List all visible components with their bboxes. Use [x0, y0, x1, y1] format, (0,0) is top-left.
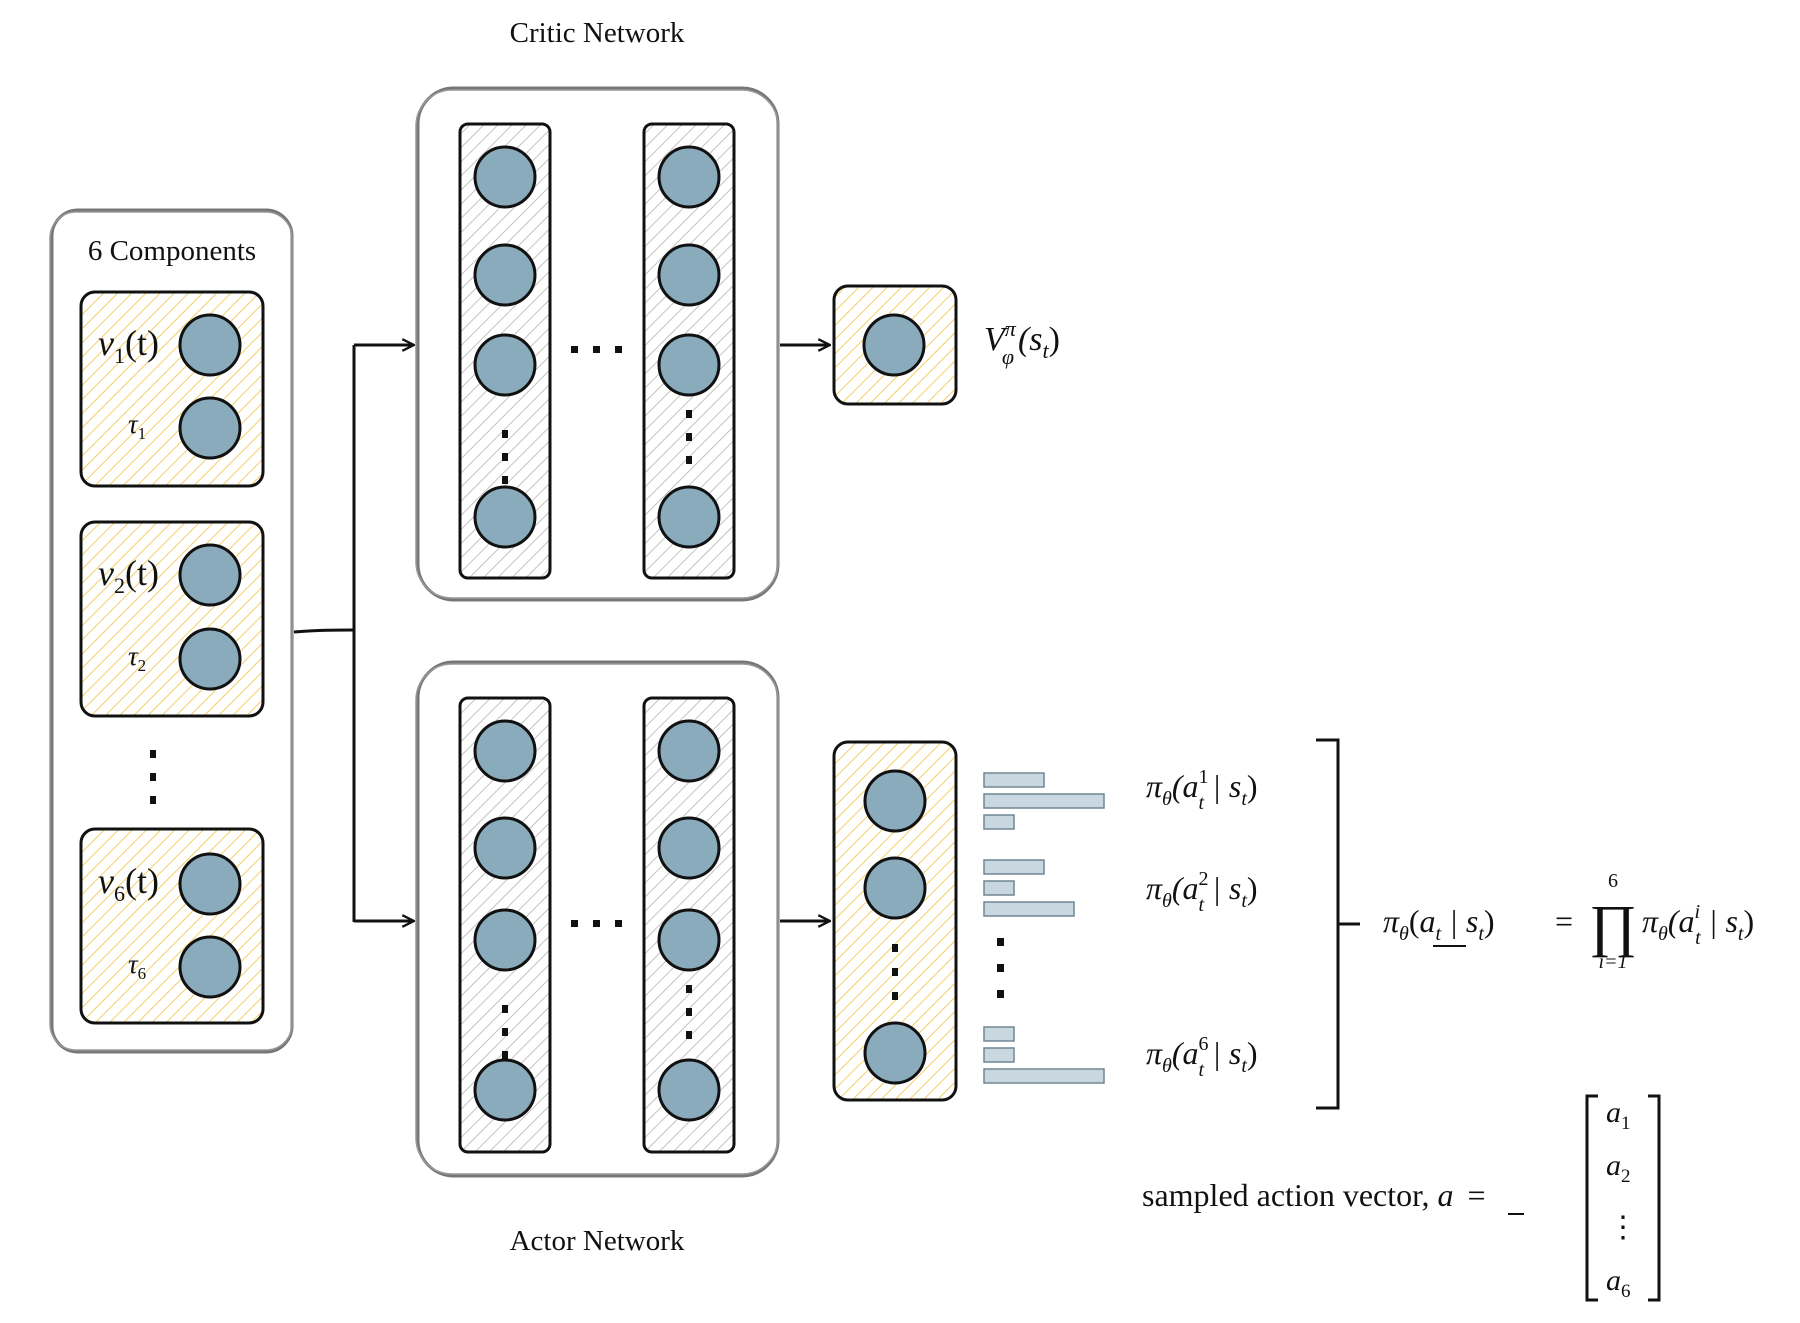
input-node [178, 543, 242, 607]
input-block-2: v2(t) τ2 [79, 520, 265, 718]
hidden-node [657, 243, 721, 307]
actor-network-title: Actor Network [510, 1225, 685, 1257]
hidden-node [657, 1058, 721, 1122]
input-panel-title: 6 Components [88, 235, 256, 267]
vector-entry-dots: ⋮ [1608, 1211, 1638, 1244]
vertical-dots-icon [997, 938, 1004, 998]
input-block-1: v1(t) τ1 [79, 290, 265, 488]
combine-bracket [1316, 738, 1360, 1110]
distribution-bar [983, 1026, 1015, 1042]
hidden-node [473, 485, 537, 549]
hidden-node [657, 908, 721, 972]
vector-entry-a6: a6 [1606, 1264, 1631, 1302]
tau1-label: τ1 [128, 409, 146, 443]
critic-layer-2 [642, 122, 736, 580]
hidden-node [473, 816, 537, 880]
input-node [178, 627, 242, 691]
product-operator: ∏ [1589, 893, 1637, 958]
actor-layer-1 [458, 696, 552, 1154]
hidden-node [473, 333, 537, 397]
vertical-dots-icon [686, 410, 692, 464]
hidden-node [657, 333, 721, 397]
vector-entry-a1: a1 [1606, 1096, 1631, 1134]
vector-entry-a2: a2 [1606, 1149, 1631, 1187]
vertical-dots-icon [686, 985, 692, 1039]
sampled-action-label: sampled action vector, a= [1142, 1177, 1486, 1213]
joint-policy-equals: = [1555, 903, 1573, 939]
hidden-node [657, 485, 721, 549]
hidden-node [657, 816, 721, 880]
critic-output-unit [832, 284, 958, 406]
critic-layer-1 [458, 122, 552, 580]
hidden-node [657, 145, 721, 209]
actor-output-unit [832, 740, 958, 1102]
input-node [178, 396, 242, 460]
vertical-dots-icon [502, 430, 508, 484]
hidden-node [473, 908, 537, 972]
distribution-bar [983, 901, 1075, 917]
input-connector [293, 345, 414, 922]
input-node [178, 313, 242, 377]
v1-label: v1(t) [98, 323, 159, 368]
policy-node [863, 1021, 927, 1085]
distribution-bar [983, 859, 1045, 875]
input-node [178, 935, 242, 999]
action-vector: a1 a2 ⋮ a6 [1585, 1094, 1661, 1302]
product-lower-limit: i=1 [1598, 951, 1627, 973]
hidden-node [657, 719, 721, 783]
vertical-dots-icon [150, 750, 156, 804]
v6-label: v6(t) [98, 861, 159, 906]
horizontal-ellipsis-icon [571, 920, 622, 927]
tau6-label: τ6 [128, 949, 146, 983]
input-components-panel: 6 Components v1(t) τ1 v2(t) τ2 v6(t) [49, 208, 294, 1054]
vertical-dots-icon [892, 944, 898, 1000]
critic-network-title: Critic Network [510, 17, 685, 49]
distribution-bar [983, 793, 1105, 809]
input-block-6: v6(t) τ6 [79, 827, 265, 1025]
distribution-bar [983, 880, 1015, 896]
hidden-node [473, 719, 537, 783]
policy-node [863, 856, 927, 920]
distribution-bar [983, 1047, 1015, 1063]
actor-network [415, 660, 780, 1178]
distribution-bar [983, 814, 1015, 830]
distribution-bar [983, 1068, 1105, 1084]
hidden-node [473, 243, 537, 307]
vertical-dots-icon [502, 1005, 508, 1059]
v2-label: v2(t) [98, 553, 159, 598]
joint-policy-lhs: πθ(at | st) [1383, 903, 1495, 945]
policy-node [863, 769, 927, 833]
input-node [178, 852, 242, 916]
product-upper-limit: 6 [1608, 870, 1618, 892]
action-distribution-bars [983, 772, 1105, 1084]
value-node [862, 313, 926, 377]
hidden-node [473, 145, 537, 209]
distribution-bar [983, 772, 1045, 788]
horizontal-ellipsis-icon [571, 346, 622, 353]
critic-network [415, 86, 780, 602]
hidden-node [473, 1058, 537, 1122]
actor-layer-2 [642, 696, 736, 1154]
tau2-label: τ2 [128, 641, 146, 675]
